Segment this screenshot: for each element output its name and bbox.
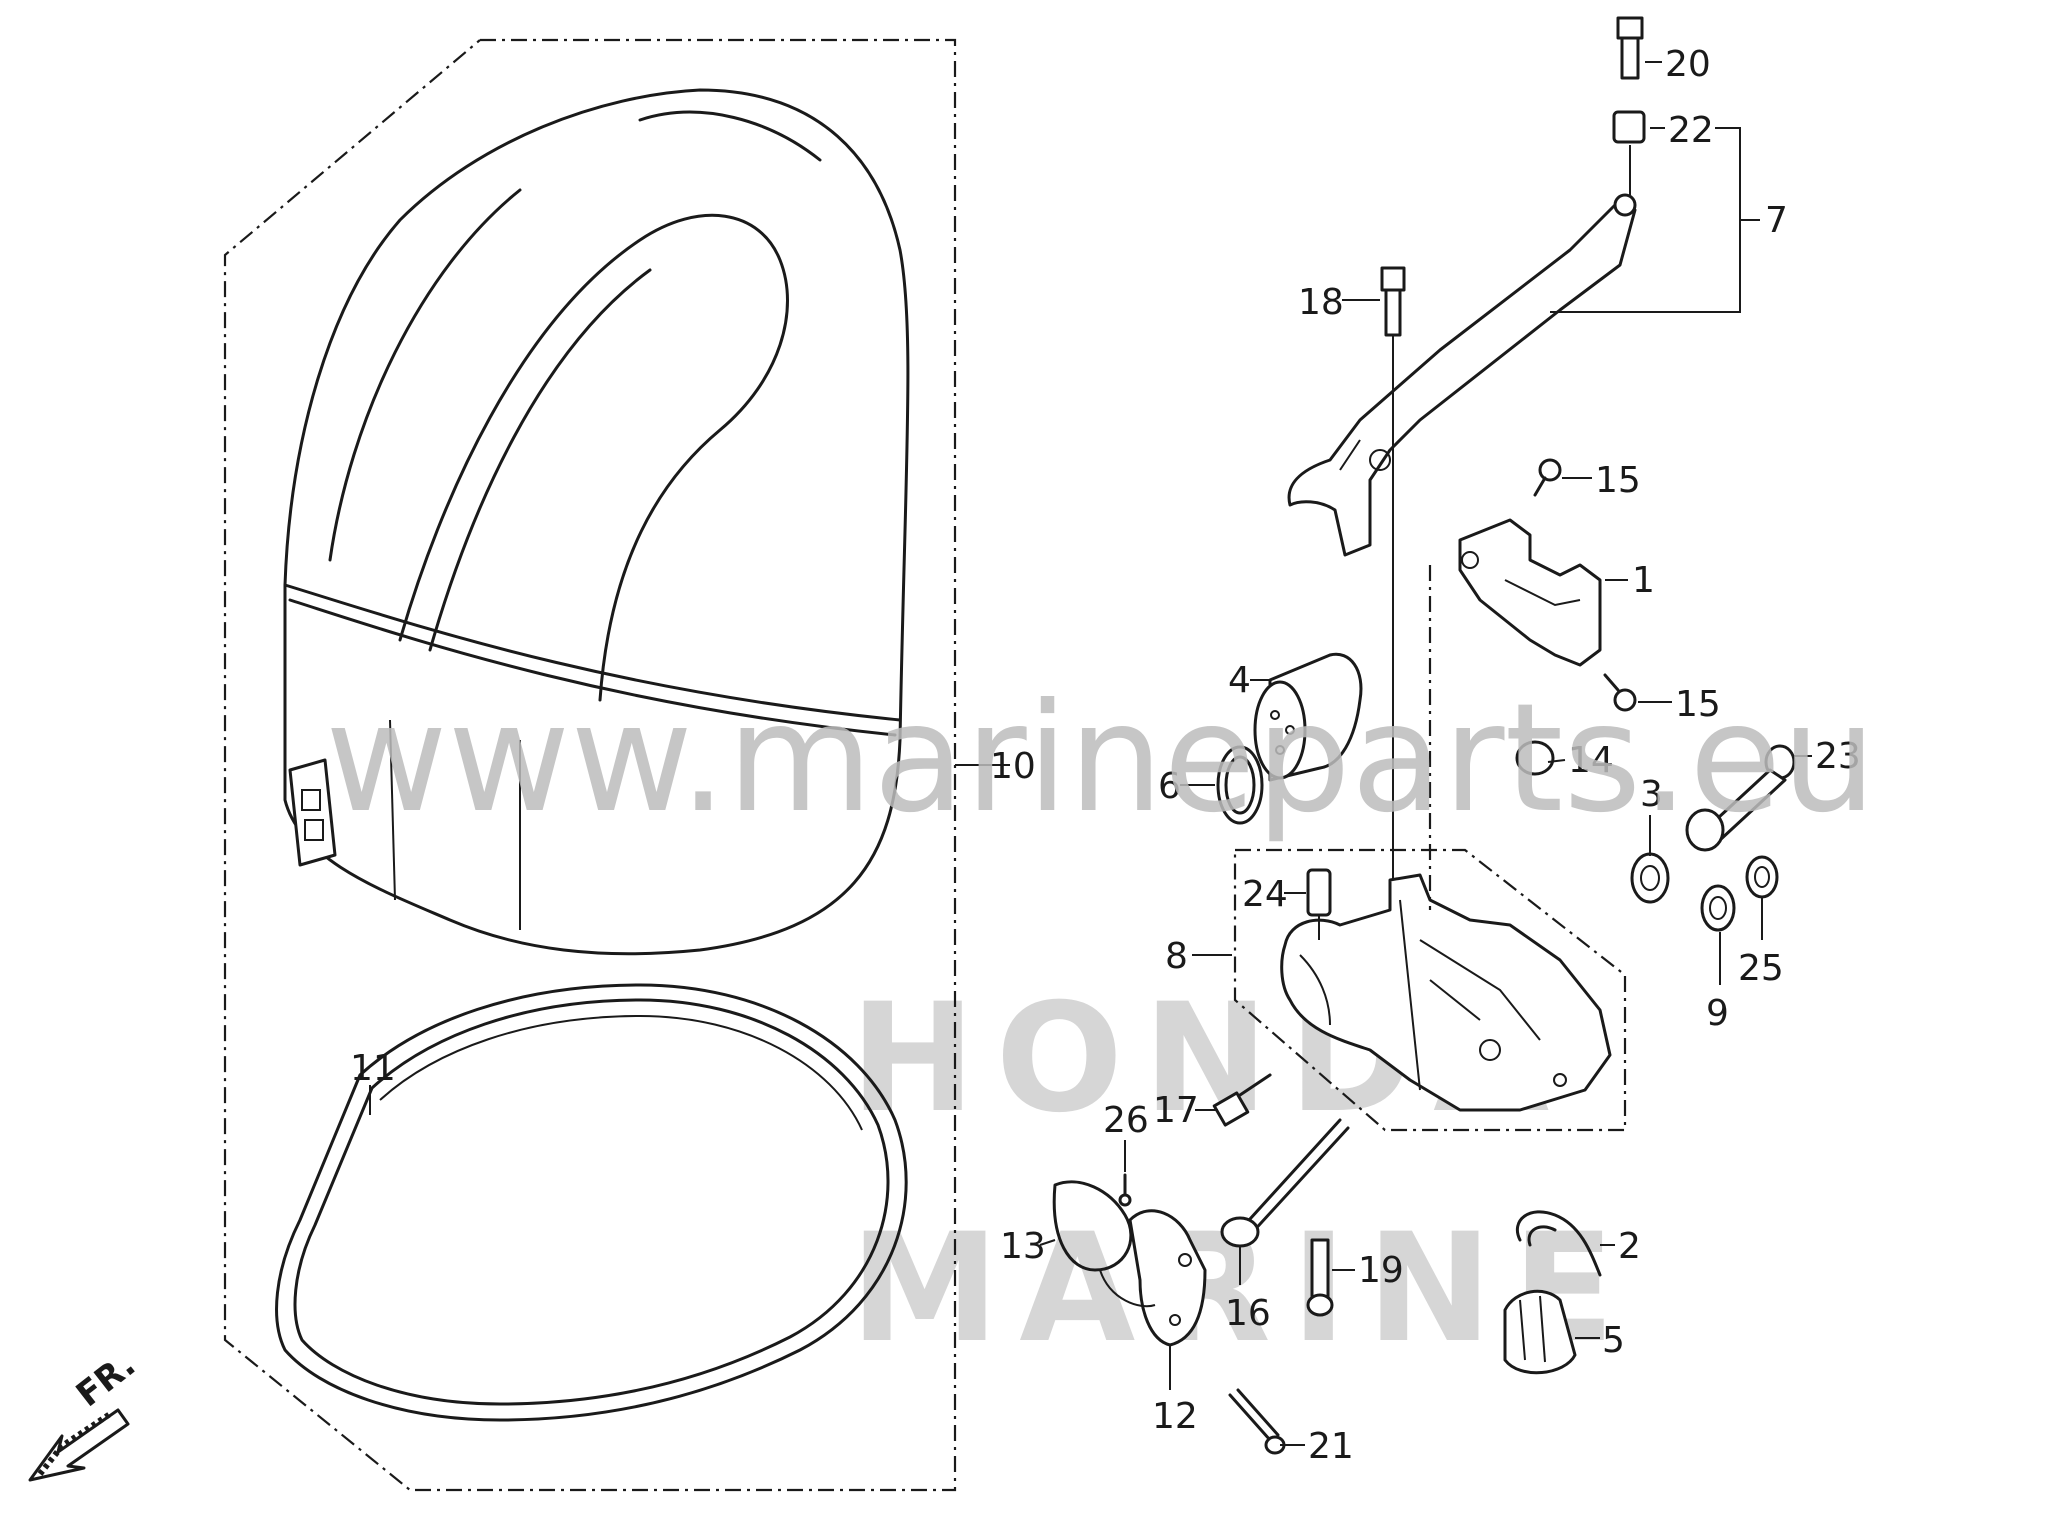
cover-seal <box>275 983 908 1422</box>
collar-22 <box>1612 110 1646 195</box>
clip-6 <box>1216 745 1264 825</box>
callout-18: 18 <box>1298 282 1344 323</box>
bracket-1 <box>1458 518 1602 667</box>
washer-9 <box>1700 884 1736 932</box>
callouts: 20 22 7 18 15 1 15 4 6 10 14 23 3 24 8 2… <box>350 44 1861 1467</box>
bolt-17 <box>1212 1073 1272 1127</box>
callout-3: 3 <box>1640 774 1663 815</box>
callout-7: 7 <box>1765 200 1788 241</box>
callout-15-upper: 15 <box>1595 460 1641 501</box>
callout-11: 11 <box>350 1048 396 1089</box>
pin-26 <box>1118 1173 1132 1207</box>
clip-2 <box>1516 1210 1602 1277</box>
lever-housing-8 <box>1280 873 1612 1112</box>
callout-21: 21 <box>1308 1426 1354 1467</box>
housing-group-frame <box>1233 848 1627 1132</box>
collar-3 <box>1630 852 1670 904</box>
bolt-18 <box>1380 266 1406 880</box>
callout-10: 10 <box>990 746 1036 787</box>
callout-17: 17 <box>1153 1090 1199 1131</box>
nut-25 <box>1745 855 1779 899</box>
callout-24: 24 <box>1242 874 1288 915</box>
bolt-20 <box>1616 16 1644 80</box>
front-arrow-icon <box>28 1408 130 1482</box>
callout-1: 1 <box>1632 560 1655 601</box>
website-watermark: www.marineparts.eu <box>325 672 1877 846</box>
callout-26: 26 <box>1103 1100 1149 1141</box>
leader-lines <box>369 61 1812 1446</box>
bolt-19 <box>1306 1238 1334 1317</box>
callout-25: 25 <box>1738 948 1784 989</box>
cap-5 <box>1503 1289 1577 1375</box>
engine-cover <box>283 88 910 956</box>
callout-6: 6 <box>1158 766 1181 807</box>
front-direction-label: FR. <box>69 1345 143 1415</box>
pin-24 <box>1306 868 1332 940</box>
cover-lever <box>1287 193 1637 557</box>
callout-8: 8 <box>1165 936 1188 977</box>
screw-21 <box>1228 1388 1286 1455</box>
callout-14: 14 <box>1568 740 1614 781</box>
cover-group-frame <box>223 38 957 1492</box>
gasket-13 <box>1052 1180 1133 1272</box>
callout-20: 20 <box>1665 44 1711 85</box>
callout-13: 13 <box>1000 1226 1046 1267</box>
callout-22: 22 <box>1668 110 1714 151</box>
callout-5: 5 <box>1602 1320 1625 1361</box>
bolt-16 <box>1220 1118 1350 1248</box>
grommet-4 <box>1253 652 1363 782</box>
direction-marker: FR. <box>28 1345 143 1482</box>
callout-2: 2 <box>1618 1226 1641 1267</box>
callout-16: 16 <box>1225 1293 1271 1334</box>
screw-15-lower <box>1603 673 1637 712</box>
plate-12 <box>1099 1209 1207 1347</box>
callout-4: 4 <box>1228 660 1251 701</box>
screw-15-upper <box>1533 458 1562 497</box>
callout-15-lower: 15 <box>1675 684 1721 725</box>
callout-12: 12 <box>1152 1396 1198 1437</box>
cap-14 <box>1515 740 1555 776</box>
callout-9: 9 <box>1706 993 1729 1034</box>
bolt-23 <box>1685 744 1796 852</box>
callout-19: 19 <box>1358 1250 1404 1291</box>
callout-23: 23 <box>1815 736 1861 777</box>
